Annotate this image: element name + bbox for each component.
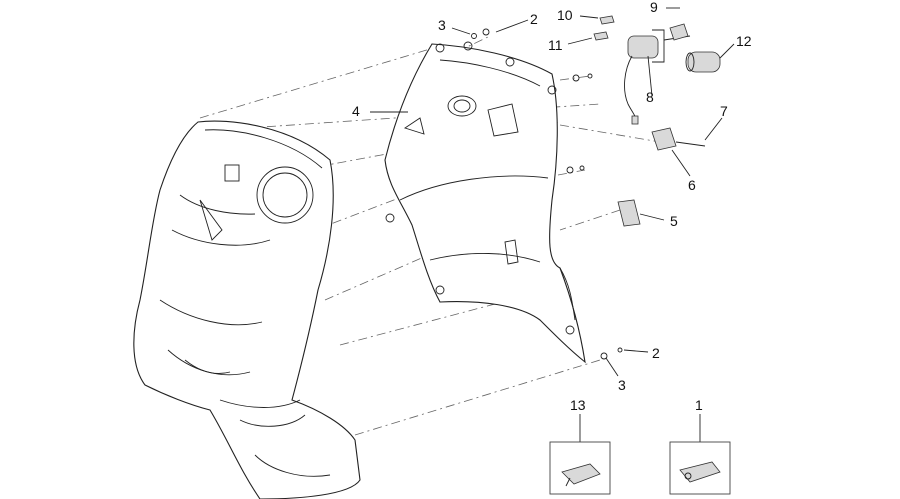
callout-1: 1 [695, 397, 703, 413]
callout-12: 12 [736, 33, 752, 49]
callout-10: 10 [557, 7, 573, 23]
callout-8: 8 [646, 89, 654, 105]
callout-labels: 3 2 4 10 9 11 8 12 7 6 5 2 3 13 1 [352, 0, 752, 413]
lock-assembly [624, 23, 721, 125]
fasteners [471, 15, 706, 360]
callout-7: 7 [720, 103, 728, 119]
callout-5: 5 [670, 213, 678, 229]
callout-11: 11 [548, 37, 563, 53]
callout-4: 4 [352, 103, 360, 119]
inset-part-1 [669, 441, 731, 495]
leader-lines [370, 7, 735, 442]
front-shield [133, 120, 361, 499]
callout-3-bottom: 3 [618, 377, 626, 393]
callout-2-bottom: 2 [652, 345, 660, 361]
callout-2-top: 2 [530, 11, 538, 27]
callout-13: 13 [570, 397, 586, 413]
callout-9: 9 [650, 0, 658, 15]
inset-part-13 [549, 441, 611, 495]
callout-3-top: 3 [438, 17, 446, 33]
inner-panel [384, 41, 586, 364]
callout-6: 6 [688, 177, 696, 193]
